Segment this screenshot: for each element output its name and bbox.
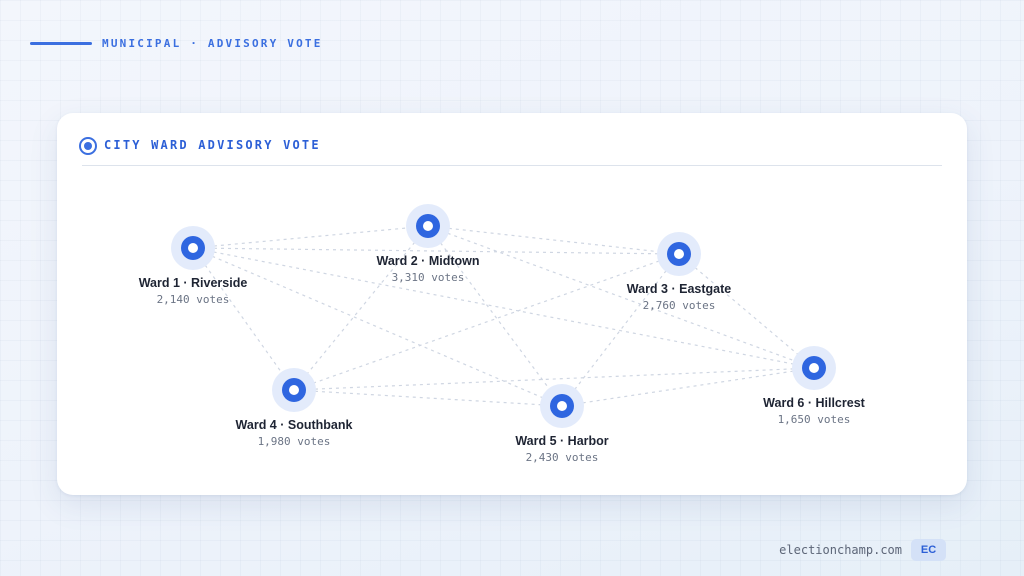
- ward-votes-label: 2,760 votes: [642, 299, 716, 312]
- ward-marker-icon: [282, 378, 306, 402]
- ward-name-label: Ward 3 · Eastgate: [626, 282, 732, 296]
- connection-line-w3-w4: [293, 253, 680, 391]
- connection-line-w1-w4: [192, 247, 295, 391]
- connection-line-w1-w6: [192, 247, 815, 369]
- connection-line-w4-w6: [293, 367, 815, 391]
- ward-network-card: CITY WARD ADVISORY VOTE Ward 1 · Riversi…: [57, 113, 967, 495]
- connection-line-w4-w5: [293, 389, 563, 407]
- header-accent-rule: [30, 42, 92, 45]
- ward-marker-icon: [802, 356, 826, 380]
- ward-connection-lines: [192, 225, 815, 407]
- connection-line-w1-w2: [192, 225, 429, 249]
- connection-line-w3-w6: [678, 253, 815, 369]
- card-divider: [82, 165, 942, 166]
- header-eyebrow: MUNICIPAL · ADVISORY VOTE: [102, 37, 323, 50]
- ward-name-label: Ward 5 · Harbor: [515, 434, 609, 448]
- ward-votes-label: 2,140 votes: [156, 293, 230, 306]
- ward-votes-label: 1,980 votes: [257, 435, 331, 448]
- card-title: CITY WARD ADVISORY VOTE: [104, 138, 321, 152]
- ward-votes-label: 3,310 votes: [391, 271, 465, 284]
- connection-line-w2-w5: [427, 225, 563, 407]
- ward-name-label: Ward 1 · Riverside: [138, 276, 248, 290]
- ward-name-label: Ward 4 · Southbank: [235, 418, 353, 432]
- brand-badge: EC: [911, 539, 946, 561]
- ward-name-label: Ward 2 · Midtown: [376, 254, 480, 268]
- connection-line-w2-w6: [427, 225, 815, 369]
- ward-marker-icon: [667, 242, 691, 266]
- connection-line-w5-w6: [561, 367, 815, 407]
- ward-marker-icon: [550, 394, 574, 418]
- footer-site-link[interactable]: electionchamp.com: [779, 543, 902, 557]
- target-icon: [79, 137, 97, 155]
- ward-name-label: Ward 6 · Hillcrest: [763, 396, 865, 410]
- ward-marker-icon: [416, 214, 440, 238]
- connection-line-w2-w3: [427, 225, 680, 255]
- ward-votes-label: 1,650 votes: [777, 413, 851, 426]
- ward-marker-icon: [181, 236, 205, 260]
- connection-line-w2-w4: [293, 225, 429, 391]
- ward-votes-label: 2,430 votes: [525, 451, 599, 464]
